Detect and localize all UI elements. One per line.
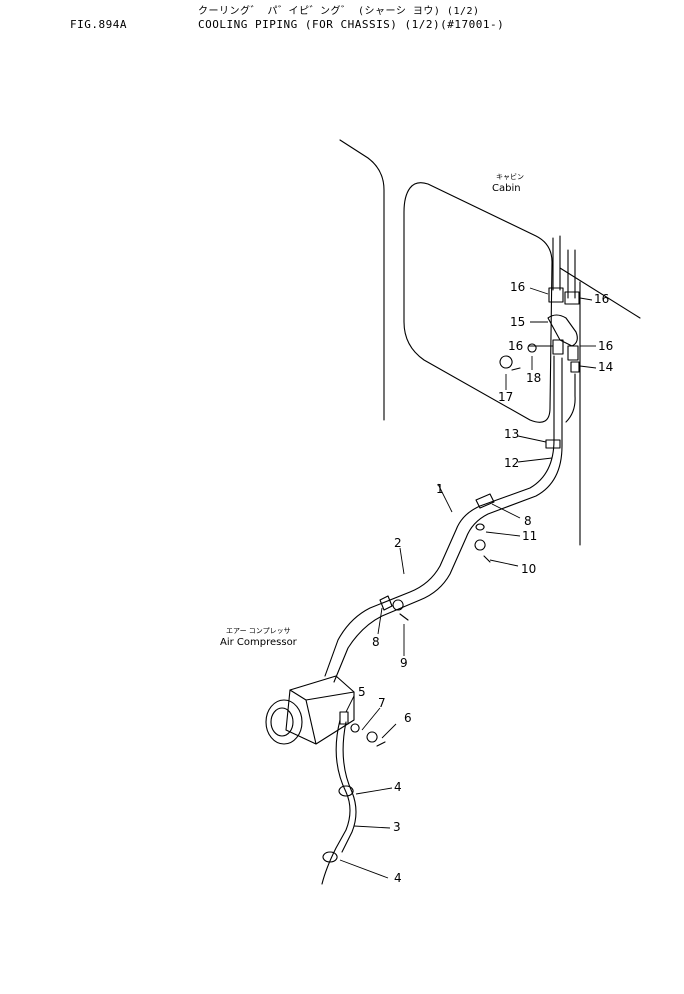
compressor-label: Air Compressor xyxy=(220,637,297,648)
figure-title: COOLING PIPING (FOR CHASSIS) (1/2)(#1700… xyxy=(198,18,505,31)
callout-4-lower: 4 xyxy=(394,871,402,885)
upper-hose-right xyxy=(567,249,576,299)
cabin-side-frame xyxy=(559,267,641,546)
callout-11: 11 xyxy=(522,529,538,543)
callout-13: 13 xyxy=(504,427,520,441)
bolt-9 xyxy=(392,599,409,621)
air-compressor-pulley-inner xyxy=(270,707,294,737)
leader-5 xyxy=(345,695,355,713)
air-compressor-top xyxy=(289,689,355,701)
leader-6 xyxy=(381,723,397,739)
callout-12: 12 xyxy=(504,456,520,470)
callout-16-lower-left: 16 xyxy=(508,339,524,353)
figure-title-japanese: クーリング゛ パ゛イピ゛ング゛ (シャーシ ヨウ) (1/2) xyxy=(198,6,480,17)
cabin-label: Cabin xyxy=(492,183,521,194)
callout-18: 18 xyxy=(526,371,542,385)
callout-4: 4 xyxy=(394,780,402,794)
callout-9: 9 xyxy=(400,656,408,670)
leader-8-upper xyxy=(491,503,521,519)
callout-16-upper-left: 16 xyxy=(510,280,526,294)
callout-2: 2 xyxy=(394,536,402,550)
callout-16-upper-right: 16 xyxy=(594,292,610,306)
callout-17: 17 xyxy=(498,390,514,404)
callout-15: 15 xyxy=(510,315,526,329)
compressor-label-japanese: エアー コンプレッサ xyxy=(226,627,291,635)
bolt-6 xyxy=(366,731,386,747)
callout-10: 10 xyxy=(521,562,537,576)
air-compressor-front xyxy=(305,699,317,745)
air-compressor-body xyxy=(285,675,355,745)
leader-11 xyxy=(485,531,521,537)
leader-12 xyxy=(517,457,553,463)
upper-hose-left xyxy=(552,235,561,291)
callout-7: 7 xyxy=(378,696,386,710)
leader-4-upper xyxy=(355,787,393,795)
callout-14: 14 xyxy=(598,360,614,374)
hose-12 xyxy=(324,355,555,677)
leader-16-ul xyxy=(529,287,549,295)
callout-16-lower-right: 16 xyxy=(598,339,614,353)
leader-1 xyxy=(437,483,453,513)
fitting-16-upper-right xyxy=(564,291,580,305)
callout-6: 6 xyxy=(404,711,412,725)
fitting-16-upper-left xyxy=(548,287,564,303)
bolt-10 xyxy=(474,539,491,563)
callout-8-upper: 8 xyxy=(524,514,532,528)
hose-2 xyxy=(565,373,576,423)
cabin-outer-frame xyxy=(339,139,385,421)
callout-1: 1 xyxy=(436,482,444,496)
washer-11 xyxy=(475,523,485,531)
figure-number: FIG.894A xyxy=(70,18,127,31)
clamp-8-lower xyxy=(379,595,393,611)
leader-3 xyxy=(353,825,391,829)
fitting-16-lower-right xyxy=(567,345,579,361)
air-compressor-pulley xyxy=(265,699,303,745)
clamp-8-upper xyxy=(475,493,495,509)
leader-4-lower xyxy=(339,859,389,879)
cabin-label-japanese: キャビン xyxy=(496,173,524,181)
cabin-window xyxy=(403,182,553,423)
leader-16-ur xyxy=(579,297,593,301)
clamp-4-lower xyxy=(322,851,338,863)
hose-1 xyxy=(333,357,563,683)
clamp-4-upper xyxy=(338,785,354,797)
leader-2 xyxy=(399,547,405,575)
leader-14 xyxy=(579,365,597,369)
callout-5: 5 xyxy=(358,685,366,699)
leader-7 xyxy=(361,707,381,731)
washer-7 xyxy=(350,723,360,733)
nut-18 xyxy=(527,343,537,353)
fitting-16-lower-left xyxy=(552,339,564,355)
fitting-5 xyxy=(339,711,349,725)
leader-8-lower xyxy=(377,607,383,635)
leader-13 xyxy=(517,435,547,443)
connector-14 xyxy=(570,361,580,373)
elbow-15 xyxy=(547,314,578,347)
bolt-17 xyxy=(499,355,521,371)
leader-10 xyxy=(489,559,519,567)
drain-hose-3 xyxy=(321,719,357,885)
callout-3: 3 xyxy=(393,820,401,834)
clip-13 xyxy=(545,439,561,449)
callout-8-lower: 8 xyxy=(372,635,380,649)
